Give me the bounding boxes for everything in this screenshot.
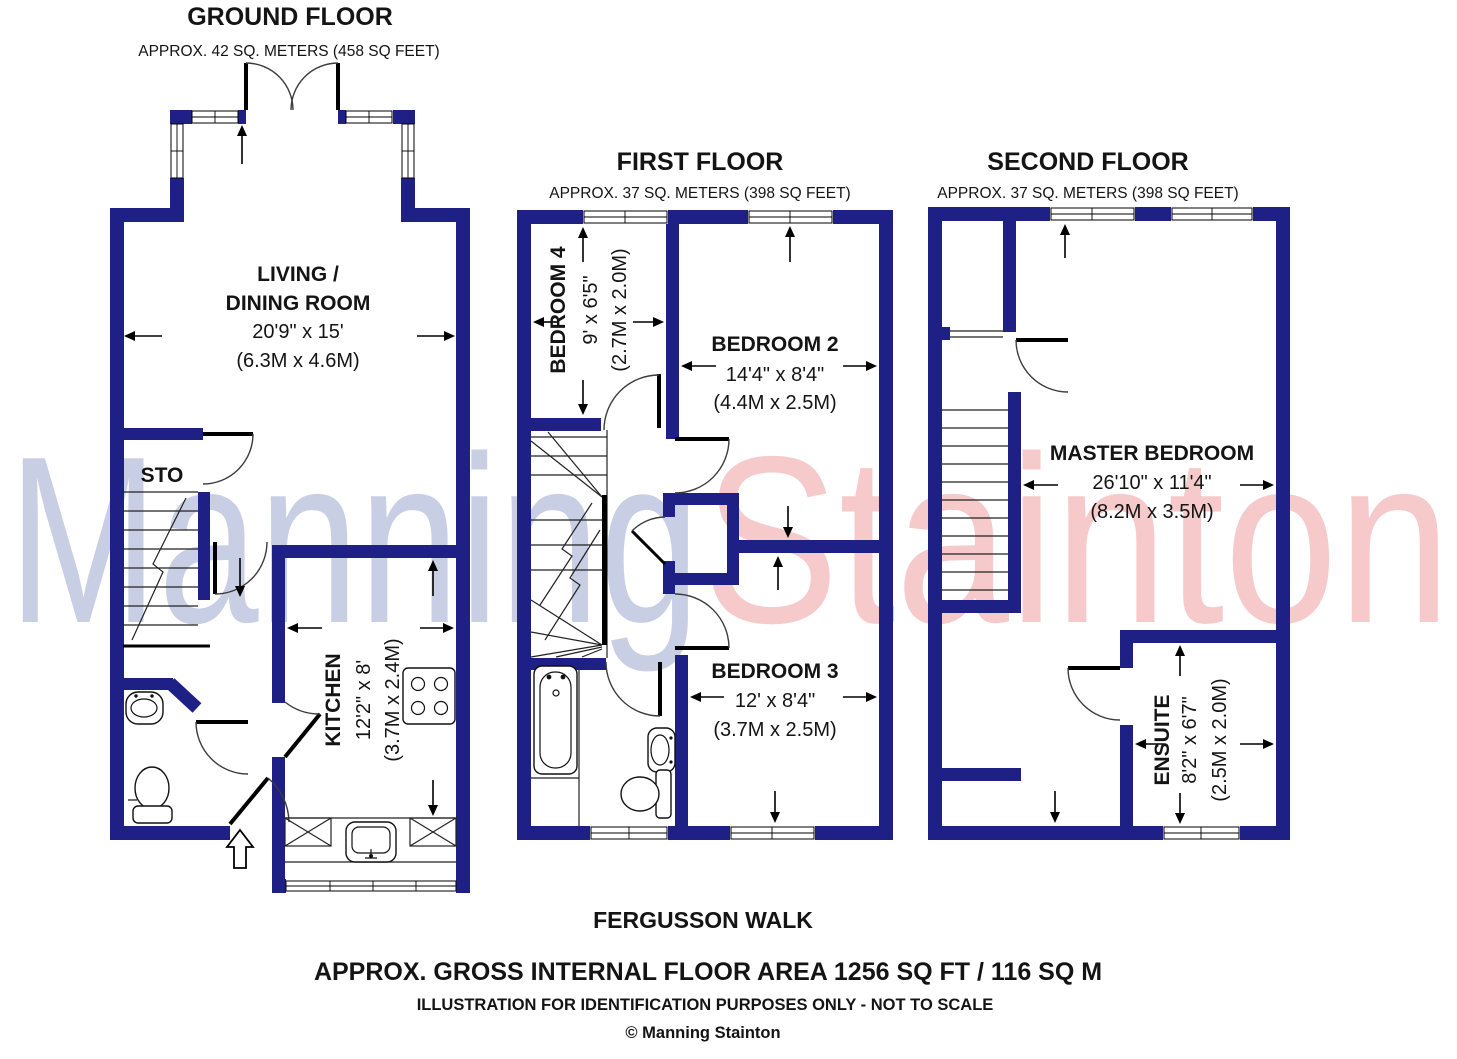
first-floor-walls — [517, 210, 893, 840]
bedroom2-dimension-arrows — [681, 226, 877, 538]
kitchen-dimension-arrows — [287, 560, 454, 816]
living-name2: DINING ROOM — [226, 292, 371, 315]
master-dimension-arrows — [1023, 224, 1274, 823]
bedroom4-label: BEDROOM 4 9' x 6'5" (2.7M x 2.0M) — [547, 246, 631, 374]
hob-icon — [402, 667, 456, 725]
second-floor-stairs — [942, 409, 1008, 591]
second-floor-labels: SECOND FLOOR APPROX. 37 SQ. METERS (398 … — [937, 148, 1254, 802]
ensuite-name: ENSUITE — [1151, 694, 1174, 785]
kitchen-bottom-window — [285, 880, 457, 892]
ground-floor-title: GROUND FLOOR — [187, 3, 393, 31]
ground-floor-area: APPROX. 42 SQ. METERS (458 SQ FEET) — [138, 43, 439, 60]
wc-toilet-icon — [128, 766, 173, 824]
living-metric: (6.3M x 4.6M) — [236, 350, 359, 372]
bedroom3-label: BEDROOM 3 12' x 8'4" (3.7M x 2.5M) — [711, 660, 838, 741]
kitchen-sink-icon — [345, 821, 397, 863]
second-floor-plan — [928, 207, 1290, 840]
ensuite-metric: (2.5M x 2.0M) — [1209, 678, 1231, 801]
living-name1: LIVING / — [257, 263, 339, 286]
bathroom-toilet-icon — [620, 769, 672, 819]
kitchen-door — [283, 701, 322, 759]
wc-door — [195, 720, 249, 775]
ground-floor-labels: GROUND FLOOR APPROX. 42 SQ. METERS (458 … — [138, 3, 439, 762]
bath-icon — [531, 665, 580, 826]
ground-floor-walls — [110, 110, 470, 893]
ensuite-door — [1067, 666, 1121, 721]
first-floor-bottom-windows — [590, 826, 815, 840]
front-bay-window-right — [345, 110, 393, 124]
bay-window-right — [401, 123, 415, 179]
street-name: FERGUSSON WALK — [593, 907, 813, 933]
ensuite-dims: 8'2" x 6'7" — [1179, 696, 1201, 783]
gross-area-text: APPROX. GROSS INTERNAL FLOOR AREA 1256 S… — [314, 958, 1102, 986]
kitchen-metric: (3.7M x 2.4M) — [382, 638, 404, 761]
first-floor-title: FIRST FLOOR — [617, 148, 784, 176]
second-floor-top-windows — [1050, 207, 1253, 221]
master-metric: (8.2M x 3.5M) — [1090, 501, 1213, 523]
master-dims: 26'10" x 11'4" — [1092, 472, 1211, 494]
kitchen-dims: 12'2" x 8' — [353, 660, 375, 740]
sto-label: STO — [141, 464, 184, 487]
bathroom-sink-icon — [647, 727, 676, 773]
french-doors — [244, 62, 340, 111]
living-dining-label: LIVING / DINING ROOM 20'9" x 15' (6.3M x… — [226, 263, 371, 372]
hall-door — [213, 541, 268, 595]
bedroom4-door — [603, 374, 661, 431]
kitchen-label: KITCHEN 12'2" x 8' (3.7M x 2.4M) — [322, 638, 404, 761]
first-floor-area: APPROX. 37 SQ. METERS (398 SQ FEET) — [549, 185, 850, 202]
front-bay-window-left — [191, 110, 239, 124]
ground-floor-plan — [110, 62, 470, 893]
wc-sink-icon — [125, 691, 164, 725]
bedroom4-name: BEDROOM 4 — [547, 246, 570, 374]
kitchen-counter — [284, 817, 457, 863]
ground-floor-stairs — [123, 491, 210, 648]
ensuite-dimension-arrows — [1135, 645, 1274, 824]
bedroom2-door — [674, 437, 730, 494]
copyright-text: © Manning Stainton — [625, 1024, 780, 1042]
bedroom3-metric: (3.7M x 2.5M) — [713, 719, 836, 741]
second-floor-area: APPROX. 37 SQ. METERS (398 SQ FEET) — [937, 185, 1238, 202]
kitchen-name: KITCHEN — [322, 653, 345, 746]
bedroom4-dimension-arrows — [533, 227, 664, 415]
entrance-arrow-icon — [225, 828, 255, 869]
bedroom4-metric: (2.7M x 2.0M) — [609, 248, 631, 371]
disclaimer-text: ILLUSTRATION FOR IDENTIFICATION PURPOSES… — [417, 996, 994, 1014]
first-floor-stairs — [530, 430, 608, 658]
bedroom2-label: BEDROOM 2 14'4" x 8'4" (4.4M x 2.5M) — [711, 333, 838, 414]
bedroom4-dims: 9' x 6'5" — [580, 275, 602, 344]
second-floor-walls — [928, 207, 1290, 840]
bedroom3-dims: 12' x 8'4" — [735, 690, 815, 712]
stair-balustrade — [950, 330, 1003, 338]
sto-door — [202, 432, 254, 485]
first-floor-labels: FIRST FLOOR APPROX. 37 SQ. METERS (398 S… — [547, 148, 851, 741]
first-floor-plan — [517, 210, 893, 840]
footer: FERGUSSON WALK APPROX. GROSS INTERNAL FL… — [314, 907, 1102, 1042]
first-floor-top-windows — [583, 210, 833, 224]
bedroom3-name: BEDROOM 3 — [711, 660, 838, 683]
bedroom3-door — [674, 593, 730, 650]
bedroom2-name: BEDROOM 2 — [711, 333, 838, 356]
second-floor-title: SECOND FLOOR — [987, 148, 1188, 176]
stairwell-door — [1015, 338, 1069, 393]
living-dims: 20'9" x 15' — [252, 321, 343, 343]
master-bedroom-label: MASTER BEDROOM 26'10" x 11'4" (8.2M x 3.… — [1050, 442, 1254, 523]
living-dimension-arrows — [124, 125, 455, 597]
bedroom2-metric: (4.4M x 2.5M) — [713, 392, 836, 414]
master-name: MASTER BEDROOM — [1050, 442, 1254, 465]
ensuite-label: ENSUITE 8'2" x 6'7" (2.5M x 2.0M) — [1151, 678, 1231, 801]
bedroom3-dimension-arrows — [690, 556, 877, 823]
cupboard-door — [630, 516, 667, 566]
ensuite-bottom-window — [1163, 826, 1240, 840]
bay-window-left — [170, 123, 184, 179]
bathroom-door — [605, 661, 662, 717]
bedroom2-dims: 14'4" x 8'4" — [726, 364, 825, 386]
